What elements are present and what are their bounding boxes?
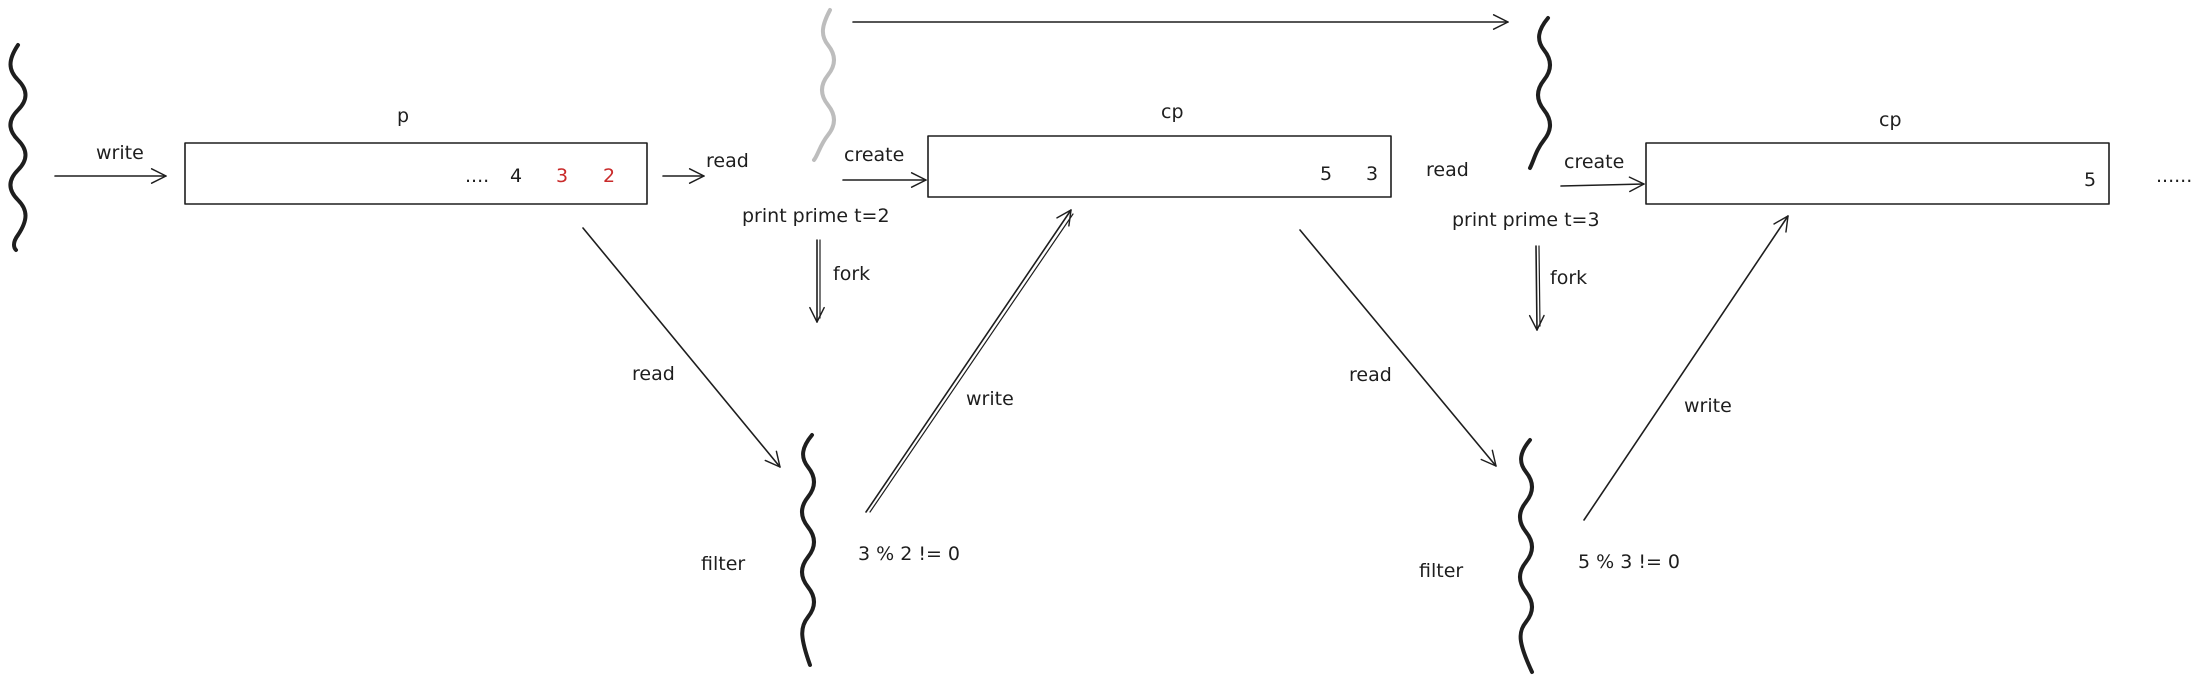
label-write-main: write [96,142,144,164]
pipe-box-cp-2 [1645,142,2110,205]
label-create-1: create [844,144,904,166]
write-up-arrow-1 [865,209,1072,513]
label-write-up-2: write [1684,395,1732,417]
pipe-content-4: 4 [510,165,522,187]
pipe-content-3b: 3 [1366,163,1378,185]
pipe-box-p [184,142,648,205]
label-read-down-2: read [1349,364,1392,386]
pipe-content-5b: 5 [2084,169,2096,191]
filter-expression-1: 3 % 2 != 0 [858,543,960,565]
label-create-2: create [1564,151,1624,173]
filter-process-squiggle-2 [1518,438,1534,674]
faded-process-squiggle [812,8,836,162]
filter-process-squiggle-1 [800,433,816,667]
child-process-squiggle-1 [1528,16,1552,170]
pipe-box-cp-1 [927,135,1392,198]
pipe-label-cp-1: cp [1161,101,1184,123]
trailing-dots: ...... [2156,165,2192,187]
label-read-down-1: read [632,363,675,385]
write-up-arrow-2 [1583,215,1789,521]
label-print-prime-2: print prime t=3 [1452,209,1600,231]
filter-expression-2: 5 % 3 != 0 [1578,551,1680,573]
label-print-prime-1: print prime t=2 [742,205,890,227]
fork-arrow-2b [1538,245,1541,327]
pipe-content-2: 2 [603,165,615,187]
fork-arrow-2 [1528,245,1545,331]
pipe-content-5: 5 [1320,163,1332,185]
pipe-content-3: 3 [556,165,568,187]
pipe-label-p: p [397,105,409,127]
label-filter-2: filter [1419,560,1463,582]
label-fork-2: fork [1550,267,1587,289]
label-write-up-1: write [966,388,1014,410]
pipe-label-cp-2: cp [1879,109,1902,131]
label-filter-1: filter [701,553,745,575]
main-process-squiggle [8,43,28,252]
label-read-1: read [706,150,749,172]
write-up-arrow-1b [869,213,1074,513]
label-read-2: read [1426,159,1469,181]
read-down-arrow-2 [1299,229,1497,467]
read-down-arrow-1 [582,227,781,468]
pipe-content-dots: .... [465,165,489,187]
create-arrow-2 [1560,176,1645,193]
label-fork-1: fork [833,263,870,285]
